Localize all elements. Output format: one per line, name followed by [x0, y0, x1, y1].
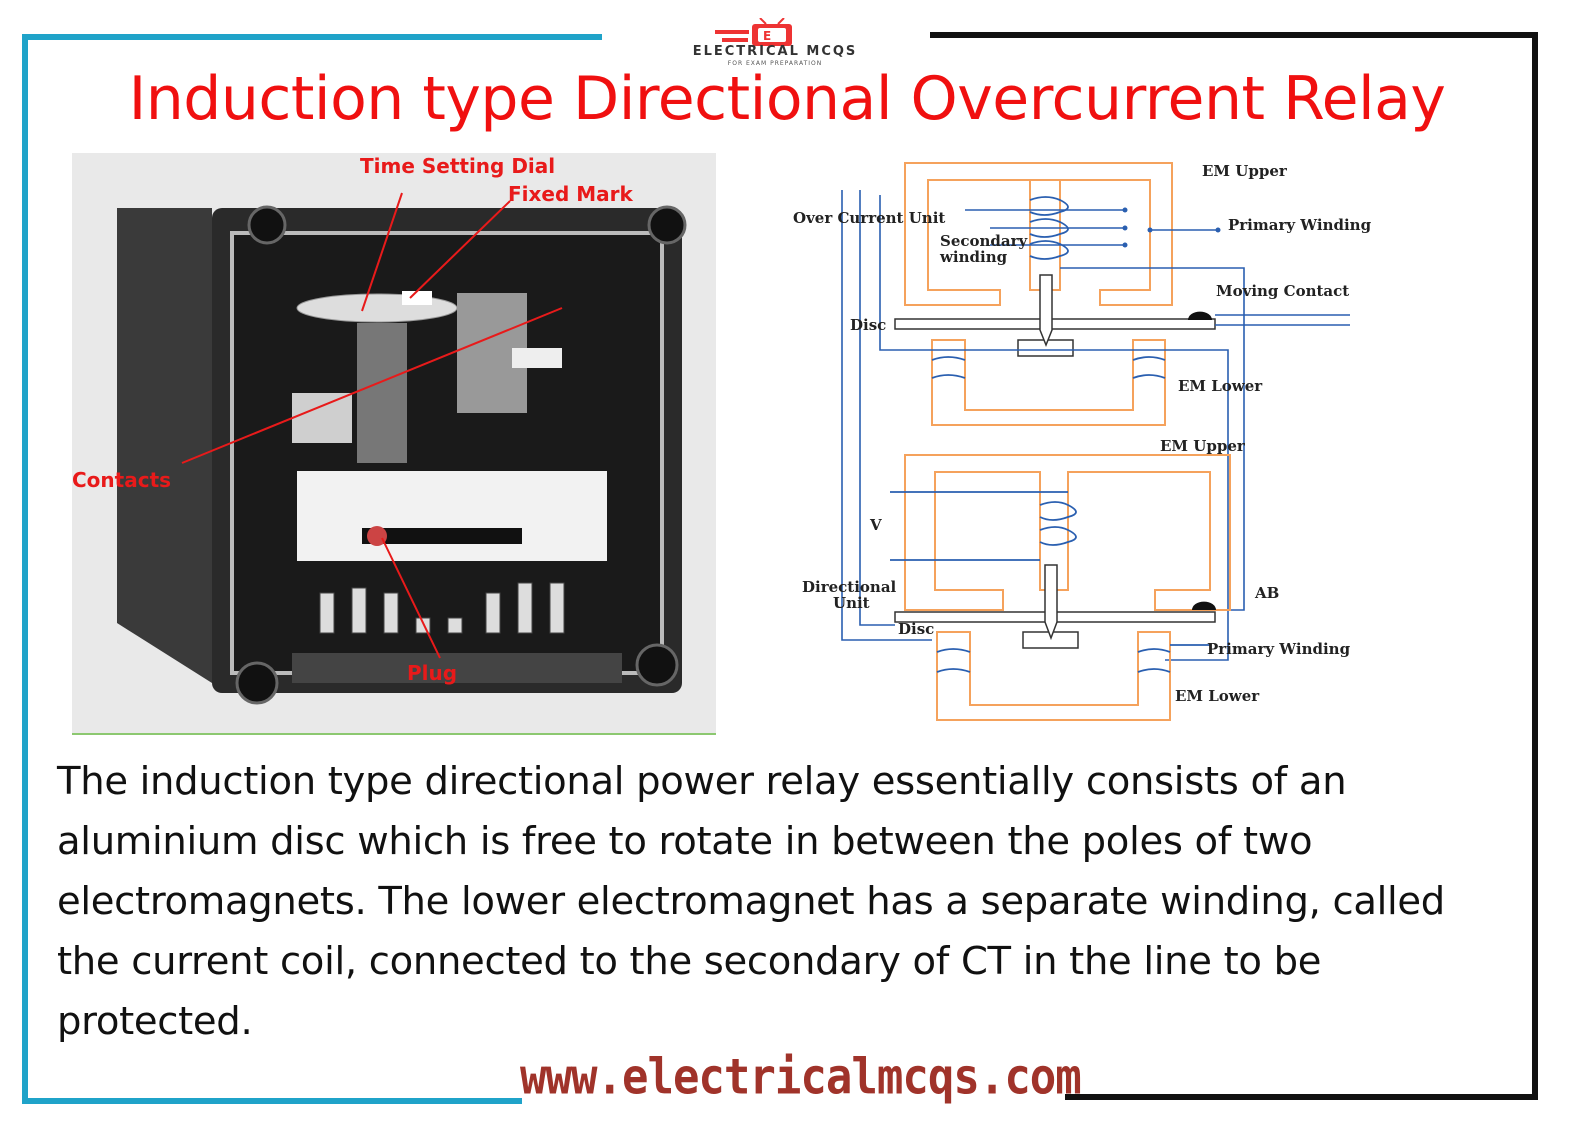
contact-block [512, 348, 562, 368]
plug-bridge [362, 528, 522, 544]
website-link[interactable]: www.electricalmcqs.com [520, 1048, 1082, 1107]
label-em-upper-1: EM Upper [1202, 162, 1288, 180]
relay-base [292, 653, 622, 683]
em-lower-core-1 [931, 339, 1166, 426]
label-em-lower-2: EM Lower [1175, 687, 1260, 705]
frame-bottom-left [22, 1098, 522, 1104]
relay-schematic: EM Upper Over Current Unit Secondary win… [793, 162, 1372, 721]
moving-contact-1 [1188, 311, 1212, 320]
corner-screw-icon [247, 205, 287, 245]
spindle-1 [1039, 274, 1053, 348]
time-setting-dial [296, 293, 458, 323]
wiring-upper [841, 190, 1350, 661]
label-em-upper-2: EM Upper [1160, 437, 1246, 455]
label-directional-unit-2: Unit [833, 594, 870, 612]
label-primary-winding-2: Primary Winding [1207, 640, 1351, 658]
disc-1 [894, 318, 1216, 330]
label-disc-1: Disc [850, 316, 886, 334]
relay-mechanism [357, 323, 407, 463]
corner-screw-icon [647, 205, 687, 245]
frame-left [22, 34, 28, 1102]
svg-text:E: E [763, 29, 771, 43]
em-lower-core-2 [936, 631, 1171, 721]
plug-icon [367, 526, 387, 546]
label-em-lower-1: EM Lower [1178, 377, 1263, 395]
label-time-setting-dial: Time Setting Dial [360, 154, 555, 178]
logo-text: ELECTRICAL MCQS [692, 44, 858, 59]
description-text: The induction type directional power rel… [57, 759, 1445, 1044]
corner-screw-icon [635, 643, 679, 687]
page-title: Induction type Directional Overcurrent R… [128, 64, 1446, 134]
coils-2 [890, 491, 1210, 673]
label-v: V [869, 516, 882, 534]
label-ab: AB [1254, 584, 1279, 602]
label-plug: Plug [407, 661, 457, 685]
nameplate [297, 471, 607, 561]
em-upper-core-1 [904, 162, 1173, 306]
label-fixed-mark: Fixed Mark [508, 182, 634, 206]
label-secondary-winding: Secondary [940, 232, 1029, 250]
label-primary-winding-1: Primary Winding [1228, 216, 1372, 234]
coils [931, 196, 1166, 379]
label-secondary-winding-2: winding [939, 248, 1008, 266]
brand-logo: E ELECTRICAL MCQS FOR EXAM PREPARATION [640, 18, 910, 67]
terminal-row [319, 582, 565, 634]
frame-bottom-right [1065, 1094, 1538, 1100]
relay-tag [292, 393, 352, 443]
moving-contact-2 [1192, 601, 1216, 610]
relay-photo: Time Setting Dial Fixed Mark Contacts Pl… [72, 153, 716, 735]
logo-subtext: FOR EXAM PREPARATION [727, 60, 823, 67]
relay-side-panel [117, 208, 212, 683]
label-contacts: Contacts [72, 468, 171, 492]
frame-right [1532, 32, 1538, 1100]
em-upper-core-2 [904, 454, 1231, 611]
corner-screw-icon [235, 661, 279, 705]
fixed-mark [402, 291, 432, 305]
spindle-2 [1044, 564, 1058, 641]
logo-icon: E [715, 18, 792, 46]
label-over-current-unit: Over Current Unit [793, 209, 945, 227]
frame-top-right [930, 32, 1538, 38]
relay-window [230, 231, 664, 675]
label-directional-unit: Directional [802, 578, 897, 596]
label-moving-contact: Moving Contact [1216, 282, 1349, 300]
frame-top-left [22, 34, 602, 40]
label-disc-2: Disc [898, 620, 934, 638]
